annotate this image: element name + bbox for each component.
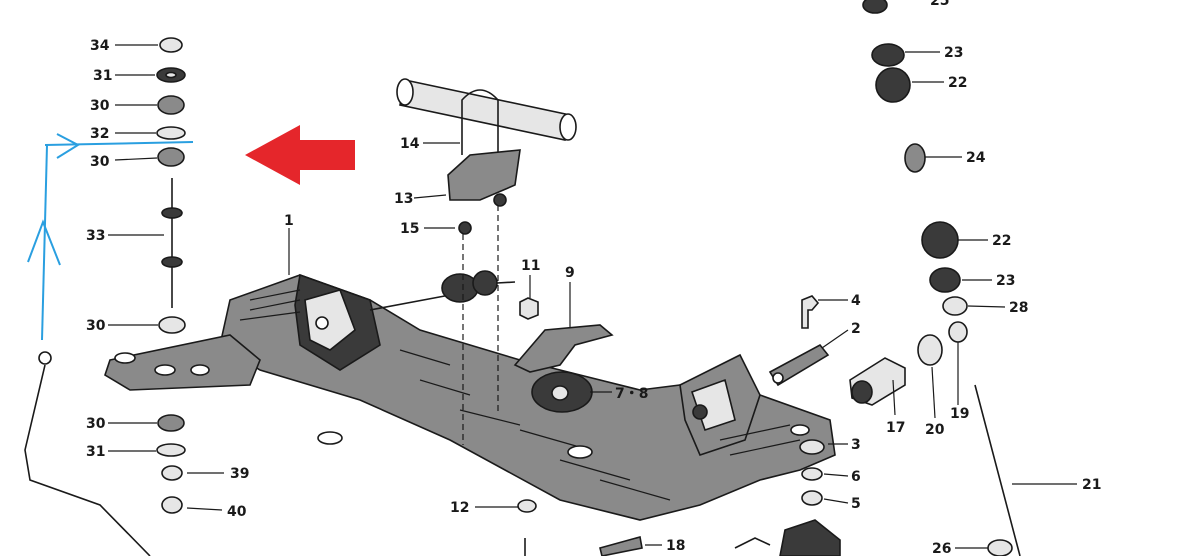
callout-31: 31 bbox=[86, 444, 105, 460]
callout-25: 25 bbox=[930, 0, 949, 9]
callout-3: 3 bbox=[851, 437, 861, 453]
callout-5: 5 bbox=[851, 496, 861, 512]
blue-arrowhead-up bbox=[27, 219, 61, 266]
stabilizer-bar-with-u-bolt bbox=[396, 78, 577, 235]
stabilizer-bar-left bbox=[24, 351, 151, 556]
center-small-parts bbox=[513, 297, 841, 556]
callout-39: 39 bbox=[230, 466, 249, 482]
callout-13: 13 bbox=[394, 191, 413, 207]
callout-11: 11 bbox=[521, 258, 540, 274]
blue-pen-annotation bbox=[27, 133, 194, 341]
callout-30: 30 bbox=[86, 416, 106, 432]
callout-22: 22 bbox=[948, 75, 967, 91]
callout-30: 30 bbox=[86, 318, 106, 334]
crossmember-frame bbox=[104, 273, 836, 521]
leader-lines bbox=[108, 44, 1077, 549]
callout-12: 12 bbox=[450, 500, 469, 516]
callout-22: 22 bbox=[992, 233, 1011, 249]
callout-23: 23 bbox=[996, 273, 1015, 289]
red-arrow-icon bbox=[245, 125, 355, 185]
callout-32: 32 bbox=[90, 126, 109, 142]
left-bushing-stack bbox=[156, 37, 186, 514]
callout-21: 21 bbox=[1082, 477, 1101, 493]
callout-6: 6 bbox=[851, 469, 861, 485]
callout-33: 33 bbox=[86, 228, 105, 244]
callout-18: 18 bbox=[666, 538, 685, 554]
callout-4: 4 bbox=[851, 293, 861, 309]
callout-31: 31 bbox=[93, 68, 112, 84]
callout-28: 28 bbox=[1009, 300, 1028, 316]
assembly-guide-lines bbox=[462, 205, 499, 445]
callout-labels: 34 31 30 32 30 33 30 30 31 39 40 1 14 13… bbox=[86, 0, 1101, 556]
callout-1: 1 bbox=[284, 213, 294, 229]
callout-23: 23 bbox=[944, 45, 963, 61]
callout-26: 26 bbox=[932, 541, 951, 556]
callout-19: 19 bbox=[950, 406, 969, 422]
callout-9: 9 bbox=[565, 265, 575, 281]
callout-2: 2 bbox=[851, 321, 861, 337]
tie-rod-joint bbox=[369, 270, 516, 311]
callout-15: 15 bbox=[400, 221, 419, 237]
right-side-parts bbox=[768, 0, 1021, 556]
callout-34: 34 bbox=[90, 38, 110, 54]
callout-40: 40 bbox=[227, 504, 247, 520]
callout-17: 17 bbox=[886, 420, 905, 436]
blue-vertical-line bbox=[41, 144, 48, 341]
blue-horizontal-line bbox=[44, 141, 194, 146]
callout-20: 20 bbox=[925, 422, 945, 438]
red-arrow-annotation bbox=[245, 125, 355, 185]
callout-14: 14 bbox=[400, 136, 420, 152]
callout-30: 30 bbox=[90, 154, 110, 170]
callout-24: 24 bbox=[966, 150, 986, 166]
callout-7-8: 7・8 bbox=[615, 386, 648, 402]
callout-30: 30 bbox=[90, 98, 110, 114]
blue-arrowhead-right bbox=[56, 133, 81, 159]
